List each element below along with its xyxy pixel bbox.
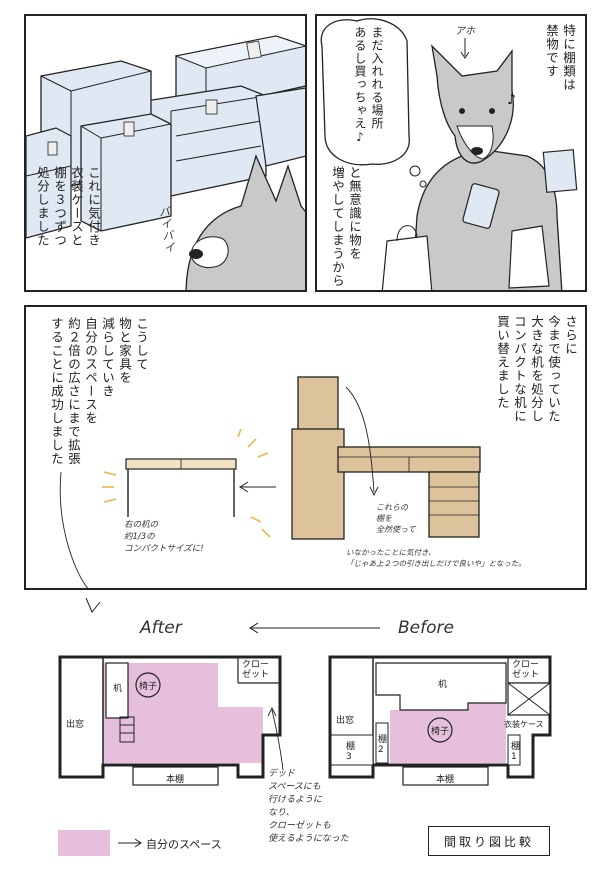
- narration-line-2: 衣装ケースと: [69, 166, 84, 247]
- note-line-2: 約1/3の: [124, 532, 155, 542]
- thought-line-1: まだ入れれる場所: [370, 26, 384, 130]
- before-window-label: 出窓: [336, 716, 355, 726]
- narration-line-6: することに成功しました: [49, 317, 64, 466]
- bottom-note: いなかったことに気付き、 「じゃあ上２つの引き出しだけで良いや」となった。: [346, 547, 581, 569]
- note-line-3: コンパクトサイズに!: [124, 544, 204, 554]
- legend-swatch: [58, 830, 110, 856]
- narration-line-1: さらに: [563, 315, 578, 356]
- note-line-1: いなかったことに気付き、: [346, 548, 436, 557]
- narration-line-2: 今まで使っていた: [546, 315, 561, 423]
- after-chair-label: 椅子: [139, 682, 158, 692]
- dead-space-note: デッド スペースにも 行けるように なり、 クローゼットも 使えるようになった: [268, 768, 349, 846]
- panel-3-desk-replacement: さらに 今まで使っていた 大きな机を処分し コンパクトな机に 買い替えました こ…: [24, 305, 587, 590]
- after-window-label: 出窓: [66, 720, 85, 730]
- thought-bubble-text: まだ入れれる場所 あるし買っちゃえ♪: [351, 26, 385, 161]
- after-bookshelf-label: 本棚: [166, 775, 185, 785]
- narration-line-2: 禁物です: [544, 24, 559, 78]
- svg-text:♪: ♪: [507, 92, 516, 108]
- narration-line-1: と無意識に物を: [347, 166, 362, 261]
- caption-text: 間取り図比較: [443, 834, 534, 849]
- panel-1-narration: これに気付き 衣装ケースと 棚を３つずつ 処分しました: [34, 166, 102, 286]
- note-line-1: これらの: [376, 503, 408, 512]
- before-shelf2-label: 棚 2: [378, 735, 388, 755]
- narration-line-5: 約２倍の広さにまで拡張: [66, 317, 81, 466]
- panel-2-narration-right: 特に棚類は 禁物です: [543, 24, 577, 134]
- thought-line-2: あるし買っちゃえ♪: [353, 26, 367, 145]
- note-line-2: 棚を: [376, 514, 392, 523]
- narration-line-2: 増やしてしまうから: [330, 166, 345, 288]
- narration-line-3: 大きな机を処分し: [529, 315, 544, 423]
- wolf-illustration: ♪: [320, 18, 578, 290]
- before-bookshelf-label: 本棚: [436, 775, 455, 785]
- before-clothes-case-label: 衣装ケース: [504, 720, 544, 729]
- arrow-label-aho: アホ: [455, 26, 475, 37]
- panel-1-boxes: これに気付き 衣装ケースと 棚を３つずつ 処分しました バイバイ: [24, 14, 307, 292]
- narration-line-4: コンパクトな机に: [512, 315, 527, 423]
- narration-line-1: 特に棚類は: [561, 24, 576, 92]
- note-line-3: 全然使って: [376, 525, 416, 534]
- before-shelf3-label: 棚 3: [346, 742, 356, 762]
- note-line-1: デッド: [268, 769, 296, 779]
- note-line-4: なり、: [268, 808, 295, 818]
- panel-3-narration-left: こうして 物と家具を 減らしていき 自分のスペースを 約２倍の広さにまで拡張 す…: [48, 317, 150, 477]
- panel-2-narration-left: と無意識に物を 増やしてしまうから: [329, 166, 363, 290]
- before-closet-label: クロー ゼット: [512, 660, 540, 680]
- panel-3-narration-right: さらに 今まで使っていた 大きな机を処分し コンパクトな机に 買い替えました: [494, 315, 579, 480]
- narration-line-3: 棚を３つずつ: [52, 166, 67, 247]
- note-line-5: クローゼットも: [268, 821, 332, 831]
- before-label: Before: [398, 618, 454, 638]
- after-label: After: [140, 618, 182, 638]
- narration-line-1: こうして: [134, 317, 149, 371]
- panel-2-wolf-shopping: ♪ 特に棚類は 禁物です まだ入れれる場所 あるし買っちゃえ♪ と無意識に物を …: [315, 14, 587, 292]
- narration-line-5: 買い替えました: [495, 315, 510, 410]
- narration-line-3: 減らしていき: [100, 317, 115, 398]
- after-closet-label: クロー ゼット: [242, 660, 270, 680]
- narration-line-4: 処分しました: [35, 166, 50, 247]
- after-plan-drawing: [58, 655, 282, 786]
- caption-box: 間取り図比較: [428, 826, 550, 856]
- note-line-2: スペースにも: [268, 782, 321, 792]
- before-plan-drawing: [328, 655, 552, 786]
- before-chair-label: 椅子: [431, 727, 450, 737]
- shelf-note: これらの 棚を 全然使って: [376, 502, 416, 535]
- boxes-illustration: [26, 35, 305, 290]
- note-line-1: 右の机の: [124, 520, 159, 530]
- legend-label: 自分のスペース: [146, 838, 222, 851]
- before-shelf1-label: 棚 1: [511, 742, 521, 762]
- narration-line-2: 物と家具を: [117, 317, 132, 385]
- small-desk-note: 右の机の 約1/3の コンパクトサイズに!: [124, 519, 204, 555]
- narration-line-1: これに気付き: [86, 166, 101, 247]
- narration-line-4: 自分のスペースを: [83, 317, 98, 425]
- floorplan-after: クロー ゼット 机 椅子 出窓 本棚: [58, 655, 283, 790]
- note-line-2: 「じゃあ上２つの引き出しだけで良いや」となった。: [346, 559, 526, 568]
- after-desk-label: 机: [113, 684, 123, 694]
- floorplan-before: クロー ゼット 机 椅子 出窓 本棚 衣装ケース 棚 2 棚 3 棚 1: [328, 655, 553, 790]
- note-line-6: 使えるようになった: [268, 834, 349, 844]
- desk-illustration: [59, 376, 481, 588]
- note-line-3: 行けるように: [268, 795, 323, 805]
- before-desk-label: 机: [438, 680, 448, 690]
